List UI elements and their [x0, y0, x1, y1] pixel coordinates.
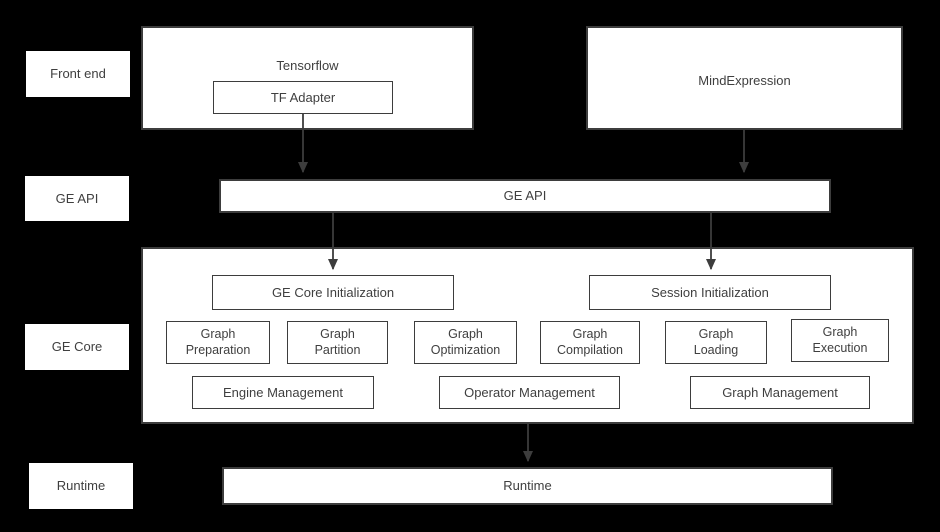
lane-label-ge-core-text: GE Core	[51, 339, 103, 355]
graph-preparation-box[interactable]: Graph Preparation	[166, 321, 270, 364]
graph-partition-label: Graph Partition	[314, 327, 361, 357]
graph-management-box[interactable]: Graph Management	[690, 376, 870, 409]
lane-label-ge-core: GE Core	[25, 324, 129, 370]
session-initialization-box[interactable]: Session Initialization	[589, 275, 831, 310]
tensorflow-panel-title: Tensorflow	[276, 58, 339, 73]
lane-label-runtime-text: Runtime	[56, 478, 106, 494]
tensorflow-panel[interactable]: Tensorflow	[141, 26, 474, 130]
graph-compilation-box[interactable]: Graph Compilation	[540, 321, 640, 364]
graph-loading-label: Graph Loading	[693, 327, 739, 357]
graph-preparation-label: Graph Preparation	[185, 327, 251, 357]
operator-management-box[interactable]: Operator Management	[439, 376, 620, 409]
engine-management-box[interactable]: Engine Management	[192, 376, 374, 409]
mindexpression-panel[interactable]: MindExpression	[586, 26, 903, 130]
lane-label-ge-api-text: GE API	[55, 190, 99, 206]
graph-loading-box[interactable]: Graph Loading	[665, 321, 767, 364]
mindexpression-label: MindExpression	[698, 73, 791, 88]
engine-management-label: Engine Management	[223, 384, 343, 400]
graph-optimization-label: Graph Optimization	[430, 327, 501, 357]
lane-label-ge-api: GE API	[25, 176, 129, 221]
graph-management-label: Graph Management	[722, 384, 838, 400]
runtime-bar[interactable]: Runtime	[222, 467, 833, 505]
operator-management-label: Operator Management	[464, 384, 595, 400]
ge-api-bar-label: GE API	[503, 188, 547, 204]
ge-api-bar[interactable]: GE API	[219, 179, 831, 213]
graph-compilation-label: Graph Compilation	[556, 327, 623, 357]
graph-execution-label: Graph Execution	[812, 325, 868, 355]
lane-label-front-end: Front end	[26, 51, 130, 97]
lane-label-runtime: Runtime	[29, 463, 133, 509]
ge-core-initialization-label: GE Core Initialization	[271, 284, 395, 300]
ge-core-initialization-box[interactable]: GE Core Initialization	[212, 275, 454, 310]
session-initialization-label: Session Initialization	[651, 284, 769, 300]
graph-partition-box[interactable]: Graph Partition	[287, 321, 388, 364]
graph-execution-box[interactable]: Graph Execution	[791, 319, 889, 362]
graph-optimization-box[interactable]: Graph Optimization	[414, 321, 517, 364]
tf-adapter-label: TF Adapter	[270, 89, 336, 105]
tf-adapter-box[interactable]: TF Adapter	[213, 81, 393, 114]
lane-label-front-end-text: Front end	[50, 66, 106, 82]
runtime-bar-label: Runtime	[503, 478, 552, 494]
